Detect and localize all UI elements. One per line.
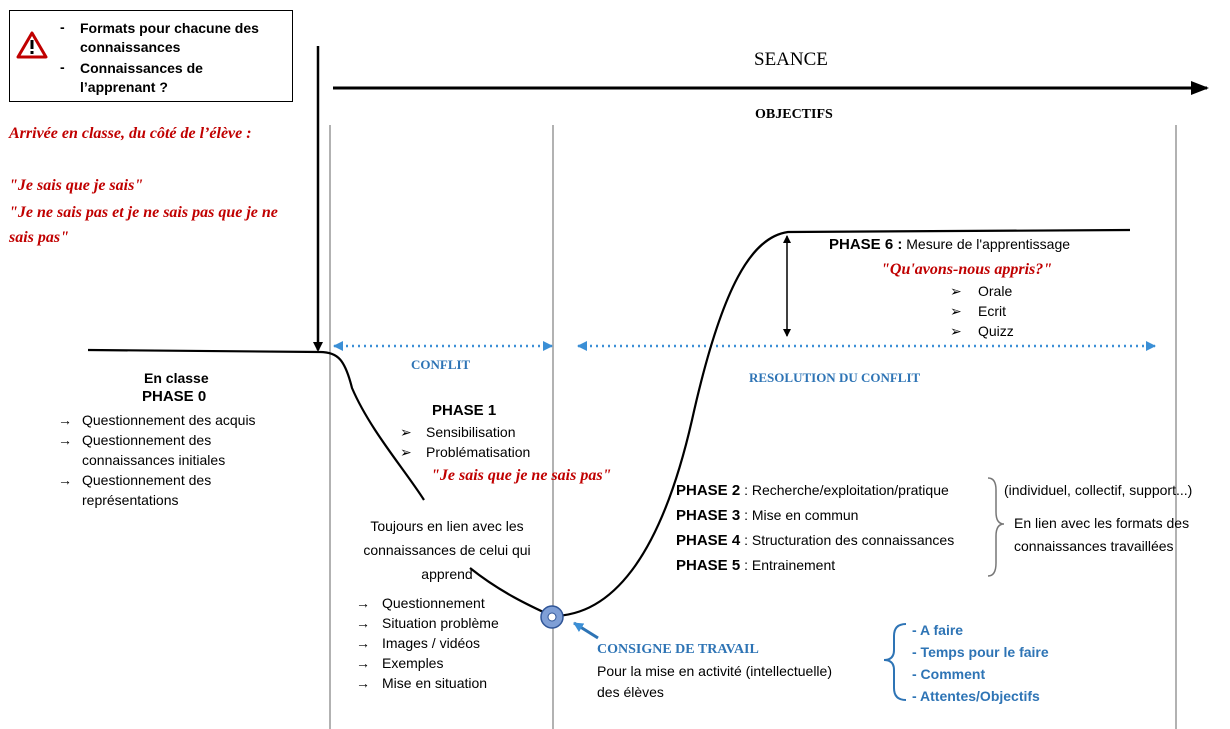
- phase4-title: PHASE 4: [676, 532, 741, 549]
- resolution-label: RESOLUTION DU CONFLIT: [749, 370, 921, 385]
- arrival-quote-1: "Je sais que je sais": [9, 177, 144, 194]
- lien-item-4: → Exemples: [356, 655, 444, 671]
- arrow-right-icon: →: [58, 432, 72, 448]
- lien-item-3: → Images / vidéos: [356, 635, 481, 651]
- phase4-desc: : Structuration des connaissances: [740, 532, 955, 548]
- arrow-right-icon: →: [356, 595, 370, 611]
- phase3-row: PHASE 3 : Mise en commun: [676, 507, 858, 526]
- phase6-item-2: ➢ Ecrit: [950, 303, 1006, 319]
- arrival-quote-2-line2: sais pas": [9, 229, 70, 246]
- phase3-desc: : Mise en commun: [740, 507, 859, 523]
- learning-curve: [87, 228, 1131, 618]
- lien-item-2: → Situation problème: [356, 615, 499, 631]
- support-note: (individuel, collectif, support...): [1004, 482, 1193, 498]
- phase6-title: PHASE 6 :: [829, 236, 903, 253]
- phase1-list: ➢ Sensibilisation ➢ Problématisation: [400, 424, 560, 464]
- lien-line-1: Toujours en lien avec les: [370, 518, 524, 534]
- consigne-line-1: Pour la mise en activité (intellectuelle…: [597, 663, 832, 679]
- consigne-line-2: des élèves: [597, 684, 664, 700]
- phase2-row: PHASE 2 : Recherche/exploitation/pratiqu…: [676, 482, 949, 501]
- phase1-item-1: ➢ Sensibilisation: [400, 424, 516, 440]
- consigne-title: CONSIGNE DE TRAVAIL: [597, 642, 759, 657]
- warning-item-1-dash: -: [60, 19, 65, 35]
- consigne-item-4: - Attentes/Objectifs: [912, 688, 1040, 704]
- warning-item-2: Connaissances de l’apprenant ?: [80, 60, 203, 95]
- phase5-title: PHASE 5: [676, 557, 741, 574]
- arrow-right-icon: →: [58, 472, 72, 488]
- warning-triangle-icon: [16, 31, 48, 59]
- phase4-row: PHASE 4 : Structuration des connaissance…: [676, 532, 954, 551]
- phase6-list: ➢ Orale ➢ Ecrit ➢ Quizz: [950, 283, 1050, 343]
- warning-item-1: Formats pour chacune des connaissances: [80, 20, 259, 55]
- lien-item-1: → Questionnement: [356, 595, 485, 611]
- arrival-title: Arrivée en classe, du côté de l’élève :: [9, 125, 252, 142]
- consigne-item-2: - Temps pour le faire: [912, 644, 1049, 660]
- phase2-desc: : Recherche/exploitation/pratique: [740, 482, 949, 498]
- conflit-label: CONFLIT: [411, 357, 471, 372]
- arrow-right-icon: →: [356, 675, 370, 691]
- phase5-desc: : Entrainement: [740, 557, 836, 573]
- formats-note-line1: En lien avec les formats des: [1014, 515, 1190, 531]
- phase2-title: PHASE 2: [676, 482, 741, 499]
- phase5-row: PHASE 5 : Entrainement: [676, 557, 835, 576]
- arrow-right-icon: →: [58, 412, 72, 428]
- arrow-right-icon: →: [356, 615, 370, 631]
- arrow-right-icon: →: [356, 635, 370, 651]
- phase3-title: PHASE 3: [676, 507, 741, 524]
- phase6-item-3: ➢ Quizz: [950, 323, 1014, 339]
- phase0-title: PHASE 0: [142, 388, 207, 405]
- arrowhead-bullet-icon: ➢: [950, 283, 962, 299]
- arrival-quote-2-line1: "Je ne sais pas et je ne sais pas que je…: [9, 204, 278, 221]
- warning-item-2-dash: -: [60, 59, 65, 75]
- consigne-item-3: - Comment: [912, 666, 986, 682]
- lien-line-3: apprend: [421, 566, 473, 582]
- formats-note-line2: connaissances travaillées: [1014, 538, 1174, 554]
- consigne-pointer-arrow: [573, 621, 599, 640]
- seance-label: SEANCE: [754, 49, 828, 70]
- lien-item-5: → Mise en situation: [356, 675, 488, 691]
- arrowhead-bullet-icon: ➢: [400, 424, 412, 440]
- consigne-brace: [883, 623, 907, 701]
- phases-brace: [987, 477, 1005, 577]
- phase6-heading: PHASE 6 : Mesure de l'apprentissage: [829, 236, 1070, 255]
- phase6-desc: Mesure de l'apprentissage: [906, 236, 1071, 252]
- phase1-title: PHASE 1: [432, 402, 497, 419]
- phase6-quote: "Qu'avons-nous appris?": [881, 261, 1053, 278]
- phase1-item-2: ➢ Problématisation: [400, 444, 531, 460]
- lien-list: → Questionnement → Situation problème → …: [356, 595, 506, 695]
- arrowhead-bullet-icon: ➢: [950, 323, 962, 339]
- arrowhead-bullet-icon: ➢: [400, 444, 412, 460]
- phase6-item-1: ➢ Orale: [950, 283, 1013, 299]
- arrowhead-bullet-icon: ➢: [950, 303, 962, 319]
- consigne-item-1: - A faire: [912, 622, 964, 638]
- lien-line-2: connaissances de celui qui: [363, 542, 531, 558]
- arrow-right-icon: →: [356, 655, 370, 671]
- warning-box: - Formats pour chacune des connaissances…: [9, 10, 293, 102]
- objectifs-label: OBJECTIFS: [755, 107, 833, 122]
- phase0-context: En classe: [144, 370, 209, 386]
- phase1-quote: "Je sais que je ne sais pas": [431, 467, 612, 484]
